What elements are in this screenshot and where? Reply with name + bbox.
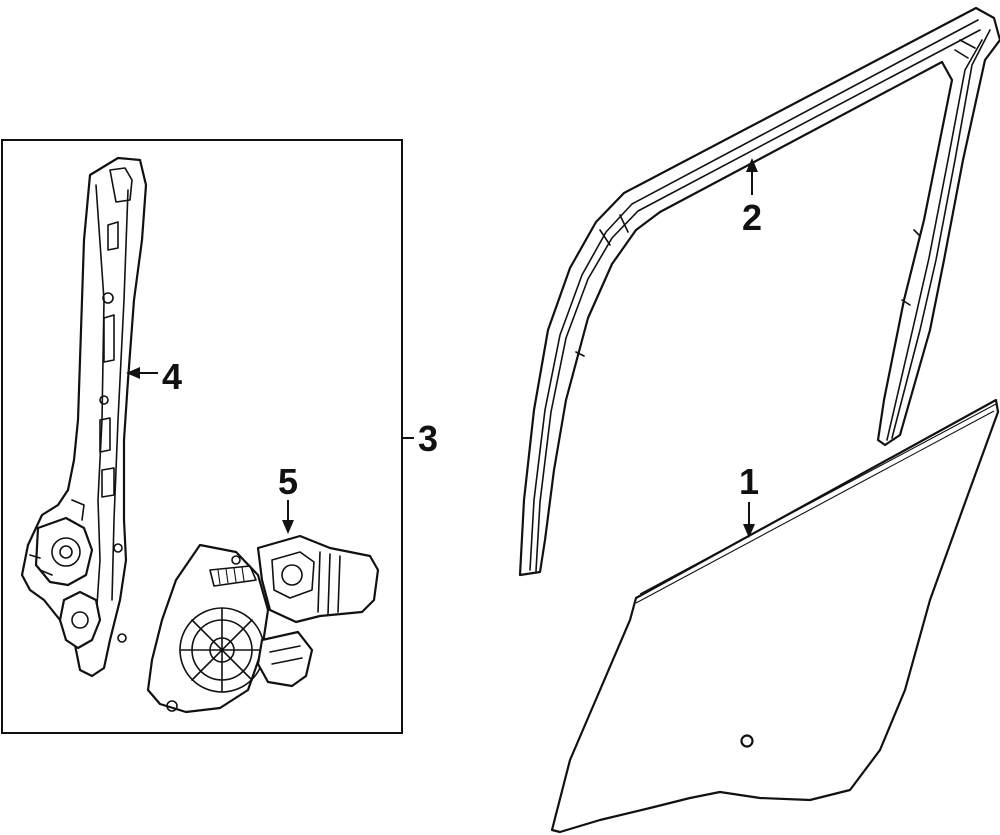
callout-5: 5 — [278, 461, 298, 534]
callout-4-label: 4 — [162, 356, 182, 397]
callout-1: 1 — [739, 461, 759, 538]
callout-3-label: 3 — [418, 418, 438, 459]
callout-2-label: 2 — [742, 197, 762, 238]
callout-2: 2 — [742, 158, 762, 238]
callout-5-label: 5 — [278, 461, 298, 502]
callout-4: 4 — [126, 356, 182, 397]
window-regulator-part — [20, 156, 148, 678]
regulator-assembly-box — [1, 139, 403, 734]
door-glass-part — [550, 398, 1000, 834]
callout-3: 3 — [402, 418, 438, 459]
callout-1-label: 1 — [739, 461, 759, 502]
run-channel-part — [518, 6, 1000, 577]
regulator-motor-part — [146, 534, 380, 714]
